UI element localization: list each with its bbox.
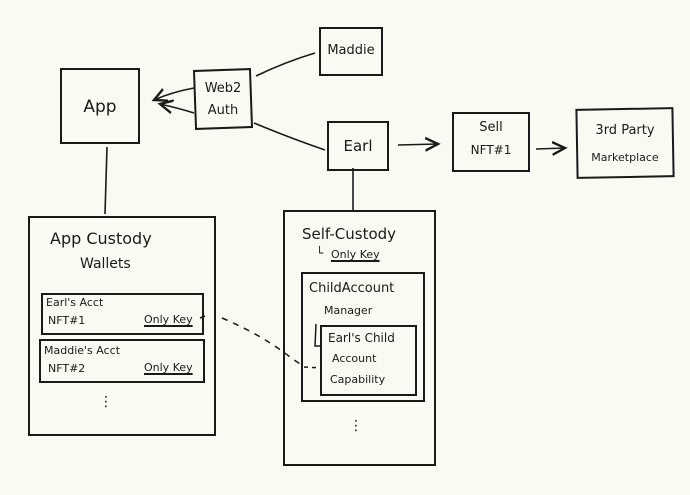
- edge-dashed-into-capability: [303, 366, 323, 369]
- maddies-acct-key: Only Key: [144, 361, 193, 374]
- maddies-acct-name: Maddie's Acct: [44, 344, 121, 357]
- child-account-manager-line2: Manager: [324, 304, 373, 317]
- marketplace-node: [575, 107, 675, 179]
- marketplace-line2: Marketplace: [591, 151, 659, 164]
- self-custody-title: Self-Custody: [302, 225, 397, 243]
- edge-maddie-web2auth: [255, 52, 316, 77]
- maddie-node: [319, 27, 383, 76]
- web2-auth-line2: Auth: [207, 103, 239, 118]
- capability-line3: Capability: [330, 373, 386, 386]
- app-node: [60, 68, 140, 144]
- self-custody-container: [283, 210, 436, 466]
- earl-node: [327, 121, 389, 171]
- maddies-acct-nft: NFT#2: [48, 362, 86, 375]
- earl-label: Earl: [343, 137, 373, 155]
- app-custody-title-line2: Wallets: [80, 256, 131, 272]
- self-custody-more: ⋮: [349, 418, 363, 434]
- edge-sell-to-marketplace: [535, 148, 565, 149]
- app-label: App: [83, 97, 117, 117]
- earls-child-capability: [320, 325, 417, 396]
- edge-earl-web2auth: [253, 122, 326, 151]
- app-custody-title-line1: App Custody: [50, 229, 152, 248]
- self-custody-key: Only Key: [331, 248, 380, 261]
- child-account-manager-line1: ChildAccount: [309, 281, 395, 296]
- child-account-manager: [301, 272, 425, 402]
- sell-nft-line2: NFT#1: [470, 143, 512, 157]
- earls-acct-name: Earl's Acct: [46, 296, 104, 309]
- app-custody-container: [28, 216, 216, 436]
- earls-acct-card: [41, 293, 204, 335]
- self-custody-key-prefix: └: [316, 246, 324, 260]
- edge-web2auth-to-app-2: [160, 104, 195, 113]
- web2-auth-line1: Web2: [204, 81, 242, 96]
- maddies-acct-card: [39, 339, 205, 383]
- capability-line2: Account: [332, 352, 377, 365]
- marketplace-line1: 3rd Party: [595, 123, 655, 138]
- capability-line1: Earl's Child: [328, 331, 395, 345]
- earls-acct-key: Only Key: [144, 313, 193, 326]
- maddie-label: Maddie: [327, 43, 375, 58]
- sell-nft-node: [452, 112, 530, 172]
- manager-bracket: [314, 323, 322, 347]
- edge-app-to-appcustody: [104, 146, 108, 215]
- earls-acct-nft: NFT#1: [48, 314, 86, 327]
- edge-web2auth-to-app: [154, 87, 195, 100]
- sell-nft-line1: Sell: [479, 120, 503, 135]
- app-custody-more: ⋮: [99, 394, 113, 410]
- web2-auth-node: [192, 68, 254, 130]
- edge-earl-to-sell: [397, 144, 438, 145]
